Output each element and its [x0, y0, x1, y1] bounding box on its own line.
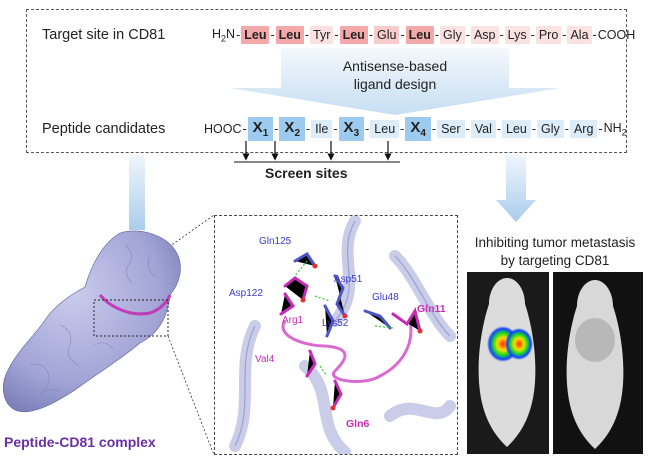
- label-arg1: Arg1: [282, 315, 304, 326]
- flow-bar-left: [129, 155, 145, 230]
- flow-arrow-right: [496, 155, 536, 222]
- target-sequence: H2N- Leu- Leu- Tyr- Leu- Glu- Leu- Gly- …: [212, 26, 636, 44]
- peptide-residue: Ile: [311, 120, 333, 138]
- complex-surface: [2, 230, 181, 413]
- protein-surface: [2, 230, 181, 413]
- peptide-residue: Val: [470, 120, 496, 138]
- peptide-residue: Arg: [569, 120, 598, 138]
- peptide-n-terminus: NH2: [603, 120, 627, 138]
- screen-site-x4: X4: [405, 117, 431, 141]
- inhibit-caption: Inhibiting tumor metastasis by targeting…: [462, 234, 648, 270]
- target-residue: Ala: [567, 26, 592, 44]
- residue-stick: [333, 274, 347, 318]
- inhibit-caption-line2: by targeting CD81: [500, 253, 610, 268]
- peptide-residue: Gly: [537, 120, 564, 138]
- target-c-terminus: COOH: [597, 28, 636, 42]
- label-asp51: Asp51: [334, 274, 363, 285]
- tumor-signal: [505, 328, 533, 360]
- residue-stick: [331, 379, 343, 410]
- screen-site-x1: X1: [247, 117, 274, 141]
- peptide-residue: Leu: [370, 120, 400, 138]
- zoom-region: [93, 299, 169, 337]
- design-arrow: [230, 48, 560, 115]
- target-residue: Leu: [241, 26, 270, 44]
- peptide-on-surface: [98, 293, 172, 316]
- design-caption-line2: ligand design: [353, 76, 437, 92]
- residue-stick: [293, 251, 317, 268]
- design-caption: Antisense-based ligand design: [290, 57, 500, 93]
- target-residue: Leu: [275, 26, 304, 44]
- target-n-terminus: H2N: [212, 26, 236, 44]
- design-arrow-shape: [230, 48, 560, 115]
- inhibit-caption-line1: Inhibiting tumor metastasis: [474, 235, 636, 250]
- label-glu48: Glu48: [372, 292, 399, 303]
- mouse-chest: [575, 318, 615, 362]
- target-residue: Gly: [440, 26, 465, 44]
- residue-stick: [323, 304, 335, 338]
- residue-stick: [305, 349, 317, 378]
- target-residue: Lys: [504, 26, 530, 44]
- binding-site-structure: [229, 216, 456, 454]
- mouse-images: [467, 272, 643, 454]
- label-val4: Val4: [255, 354, 275, 365]
- zoom-panel: [214, 215, 458, 455]
- mouse-body: [566, 280, 624, 449]
- screen-site-x3: X3: [338, 117, 365, 141]
- target-residue: Glu: [374, 26, 400, 44]
- label-lys52: Lys52: [322, 318, 349, 329]
- zoom-line: [167, 335, 215, 456]
- peptide-sequence: HOOC- X1- X2- Ile- X3- Leu- X4- Ser- Val…: [204, 117, 627, 141]
- residue-stick: [391, 307, 422, 333]
- label-asp122: Asp122: [229, 288, 263, 299]
- peptide-backbone: [281, 320, 413, 383]
- residue-stick: [283, 276, 309, 302]
- target-residue: Asp: [470, 26, 499, 44]
- label-gln125: Gln125: [259, 236, 292, 247]
- residue-stick: [279, 292, 296, 316]
- target-residue: Pro: [535, 26, 562, 44]
- peptide-candidates-label: Peptide candidates: [42, 121, 166, 137]
- target-residue: Tyr: [310, 26, 334, 44]
- label-gln11: Gln11: [417, 303, 446, 315]
- residue-stick: [363, 309, 392, 330]
- peptide-residue: Leu: [502, 120, 531, 138]
- peptide-c-terminus: HOOC: [204, 122, 242, 136]
- target-residue: Leu: [339, 26, 368, 44]
- screen-sites-label: Screen sites: [265, 165, 348, 181]
- complex-label: Peptide-CD81 complex: [4, 434, 156, 450]
- top-panel-frame: [26, 9, 627, 153]
- screen-site-x2: X2: [279, 117, 305, 141]
- target-residue: Leu: [405, 26, 434, 44]
- design-caption-line1: Antisense-based: [342, 58, 448, 74]
- peptide-residue: Ser: [437, 120, 465, 138]
- target-site-label: Target site in CD81: [42, 27, 166, 43]
- mouse-body: [478, 278, 536, 447]
- label-gln6: Gln6: [346, 418, 370, 430]
